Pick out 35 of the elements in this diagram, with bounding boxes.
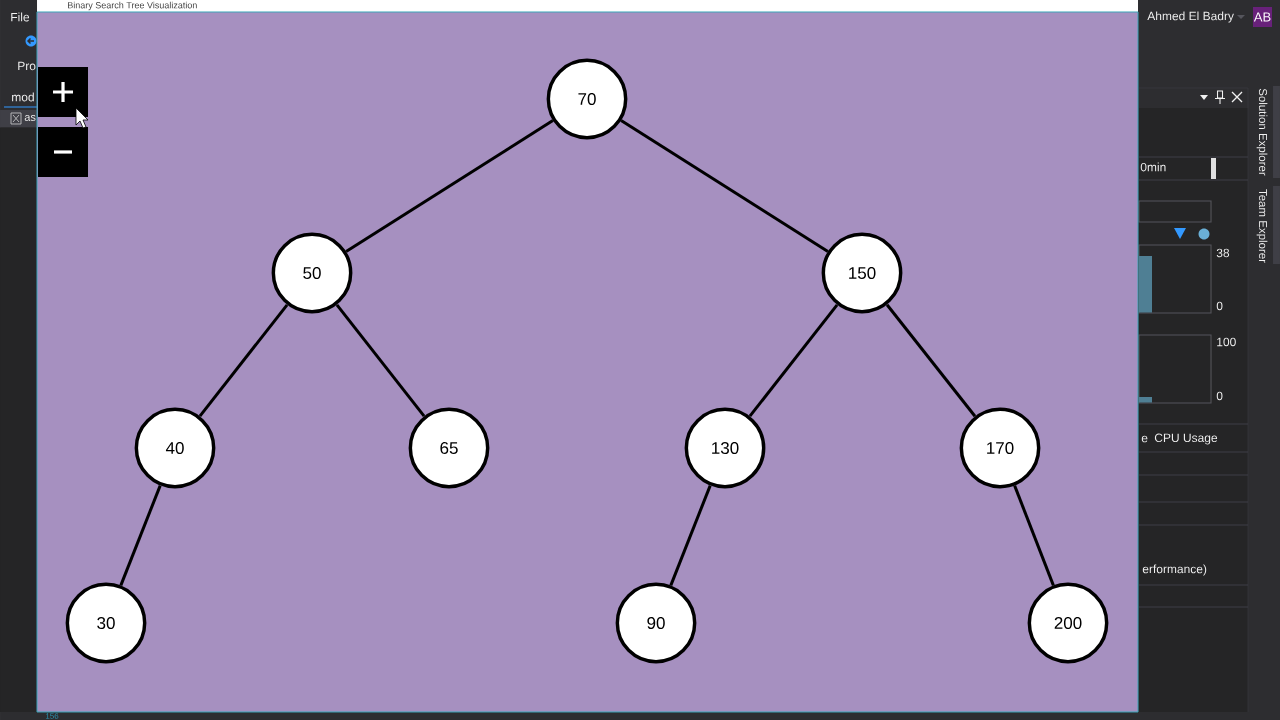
connector-line bbox=[669, 485, 712, 586]
axis-tick-label: 0 bbox=[1216, 391, 1223, 401]
menu-item: File bbox=[11, 12, 30, 22]
connector-line bbox=[748, 303, 839, 418]
toolbar-label: Pro bbox=[18, 61, 36, 71]
connector-line bbox=[119, 485, 162, 586]
connector-line bbox=[1013, 485, 1055, 586]
tree-node: 90 bbox=[615, 582, 697, 664]
axis-tick-label: 100 bbox=[1217, 337, 1236, 347]
connector-line bbox=[198, 303, 289, 418]
tree-node: 170 bbox=[959, 407, 1041, 489]
tree-node: 150 bbox=[821, 232, 903, 314]
side-tab: Team Explorer bbox=[1256, 186, 1280, 264]
column-header: e bbox=[1141, 435, 1148, 443]
axis-tick-label: 0 bbox=[1216, 301, 1223, 311]
user-name: Ahmed El Badry bbox=[1147, 11, 1234, 23]
tree-node: 40 bbox=[134, 407, 216, 489]
axis-tick-label: 38 bbox=[1216, 248, 1230, 258]
connector-line bbox=[620, 119, 829, 253]
tab-label: mod bbox=[12, 92, 34, 102]
side-tab: Solution Explorer bbox=[1256, 86, 1280, 178]
tree-node: 70 bbox=[546, 58, 628, 140]
connector-line bbox=[885, 303, 977, 418]
line-number: 156 bbox=[45, 713, 59, 719]
tree-node: 30 bbox=[65, 582, 147, 664]
tree-node: 50 bbox=[271, 232, 353, 314]
window-title: Binary Search Tree Visualization bbox=[37, 0, 1138, 12]
column-header: CPU Usage bbox=[1154, 433, 1218, 445]
tree-node: 65 bbox=[408, 407, 490, 489]
tree-node: 200 bbox=[1027, 582, 1109, 664]
connector-line bbox=[335, 303, 426, 418]
tree-node: 130 bbox=[684, 407, 766, 489]
list-item-text: erformance) bbox=[1142, 564, 1207, 576]
connector-line bbox=[345, 119, 554, 253]
timeline-label: 0min bbox=[1140, 162, 1166, 172]
